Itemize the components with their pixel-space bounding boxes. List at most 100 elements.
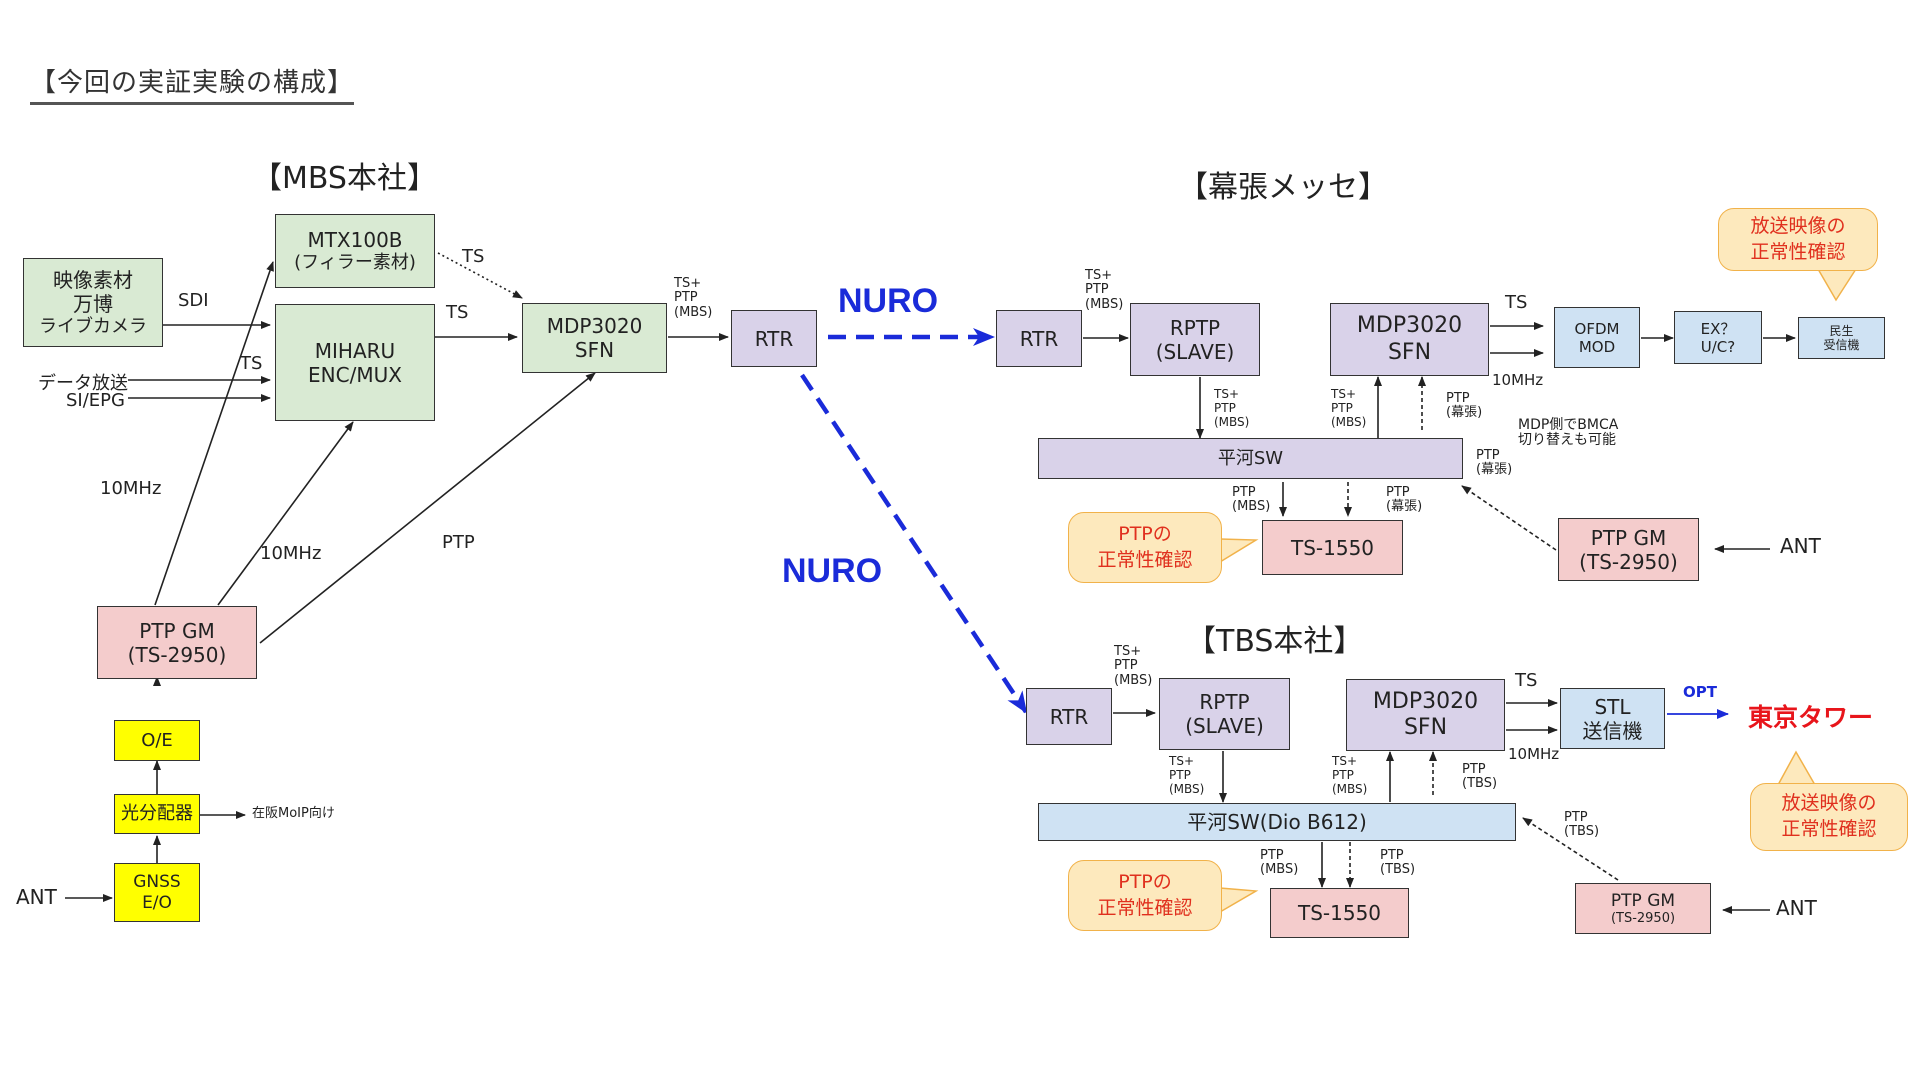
tbs-mdp3020-box: MDP3020 SFN [1346,679,1505,751]
tb-t2-label: PTP (TBS) [1380,848,1416,878]
tbs-ts1550-box: TS-1550 [1270,888,1409,938]
callout-line: 正常性確認 [1750,240,1846,263]
tbs-ptp-gm-box: PTP GM (TS-2950) [1575,883,1711,934]
label-line: (MBS) [1169,781,1205,796]
tb-ptp-site-label: PTP (TBS) [1462,762,1498,792]
label-line: (MBS) [1232,499,1271,515]
mk-d1-label: TS+ PTP (MBS) [1214,387,1250,429]
box-line: 民生 [1829,323,1854,338]
splitter-out-label: 在阪MoIP向け [252,806,335,821]
label-line: TS+ [1332,754,1358,768]
box-line: SFN [1403,715,1448,740]
callout-line: PTPの [1118,522,1172,545]
mbs-ant-label: ANT [16,885,57,909]
box-line: 万博 [73,291,113,316]
sdi-label: SDI [178,290,209,311]
mk-in-label: TS+ PTP (MBS) [1085,268,1123,312]
box-line: MDP3020 [1372,688,1479,714]
box-line: OFDM [1574,319,1620,338]
ts-mtx-label: TS [462,246,485,267]
box-line: RPTP [1169,315,1221,340]
makuhari-ptp-check-callout: PTPの 正常性確認 [1068,512,1222,583]
tbs-rtr-box: RTR [1026,688,1112,745]
ptp-label: PTP [442,532,475,553]
nuro-label-top: NURO [838,282,939,320]
box-line: MDP3020 [1356,313,1463,339]
label-line: PTP [674,290,698,306]
tb-in-label: TS+ PTP (MBS) [1114,644,1153,688]
ts-ptp-mbs-label: TS+ PTP (MBS) [674,276,712,320]
label-line: (TBS) [1380,862,1416,878]
label-line: PTP [1232,485,1256,500]
opt-label: OPT [1683,683,1717,701]
mk-t2-label: PTP (幕張) [1386,485,1422,515]
mk-d2-label: TS+ PTP (MBS) [1331,387,1366,429]
makuhari-rptp-box: RPTP (SLAVE) [1130,303,1260,376]
box-line: (SLAVE) [1185,714,1264,738]
mk-10mhz-label: 10MHz [1492,371,1544,389]
tbs-rptp-box: RPTP (SLAVE) [1159,678,1290,750]
tbs-hirakawa-sw-box: 平河SW(Dio B612) [1038,803,1516,841]
tbs-broadcast-check-callout: 放送映像の 正常性確認 [1750,783,1908,851]
ofdm-mod-box: OFDM MOD [1554,307,1640,368]
box-line: 映像素材 [53,267,133,292]
tb-ptpgm-to-sw-arrow [1522,817,1619,881]
callout-tail [1777,750,1816,786]
mk-t1-label: PTP (MBS) [1232,485,1271,515]
box-line: SFN [1387,339,1432,365]
mbs-ptp-gm-box: PTP GM (TS-2950) [97,606,257,679]
tenmhz-mid-label: 10MHz [260,543,322,564]
label-line: PTP [1214,400,1236,415]
tb-t1-label: PTP (MBS) [1260,848,1298,878]
box-line: 受信機 [1823,338,1860,352]
box-line: (TS-2950) [1610,910,1676,926]
box-line: (フィラー素材) [294,252,416,274]
makuhari-mdp3020-box: MDP3020 SFN [1330,303,1489,376]
box-line: MTX100B [307,228,403,253]
label-line: PTP [1260,848,1284,863]
callout-line: 正常性確認 [1097,896,1193,919]
label-line: PTP [1332,767,1354,782]
callout-line: 正常性確認 [1781,818,1877,840]
callout-line: 正常性確認 [1097,548,1193,571]
tbs-section-title: 【TBS本社】 [1186,624,1364,659]
box-line: E/O [142,892,172,913]
box-line: ENC/MUX [308,362,402,387]
box-line: (SLAVE) [1155,339,1235,364]
tokyo-tower-label: 東京タワー [1748,703,1874,732]
box-line: PTP GM [1590,525,1667,550]
label-line: PTP [1114,658,1138,674]
label-line: PTP [1386,485,1410,500]
mbs-rtr-box: RTR [731,310,817,367]
box-line: PTP GM [139,618,215,643]
box-line: SFN [574,338,615,362]
tb-d1-label: TS+ PTP (MBS) [1169,754,1205,796]
label-line: (TBS) [1462,776,1498,792]
mtx100b-box: MTX100B (フィラー素材) [275,214,435,288]
callout-tail [1219,887,1259,913]
label-line: TS+ [1214,387,1240,401]
tenmhz-to-miharu-arrow [217,421,354,606]
tb-d2-label: TS+ PTP (MBS) [1332,754,1368,796]
box-line: (TS-2950) [127,642,227,667]
label-line: (MBS) [1214,414,1250,429]
ts-miharu-label: TS [446,302,469,323]
label-line: PTP [1564,810,1588,825]
si-epg-label: SI/EPG [66,390,125,411]
label-line: (MBS) [1332,781,1368,796]
oe-box: O/E [114,720,200,761]
label-line: PTP [1446,391,1470,406]
video-source-box: 映像素材 万博 ライブカメラ [23,258,163,347]
label-line: (MBS) [1114,672,1153,688]
box-line: RPTP [1199,690,1250,714]
label-line: TS+ [674,276,702,291]
label-line: 切り替えも可能 [1518,432,1616,449]
stl-transmitter-box: STL 送信機 [1560,688,1665,749]
box-line: 送信機 [1582,718,1643,743]
makuhari-ant-label: ANT [1780,534,1821,558]
box-line: GNSS [133,872,181,893]
label-line: TS+ [1085,268,1113,283]
tb-ts-label: TS [1515,670,1538,691]
mtx-to-mdp-arrow [437,252,523,299]
ex-uc-box: EX？ U/C? [1674,311,1762,364]
